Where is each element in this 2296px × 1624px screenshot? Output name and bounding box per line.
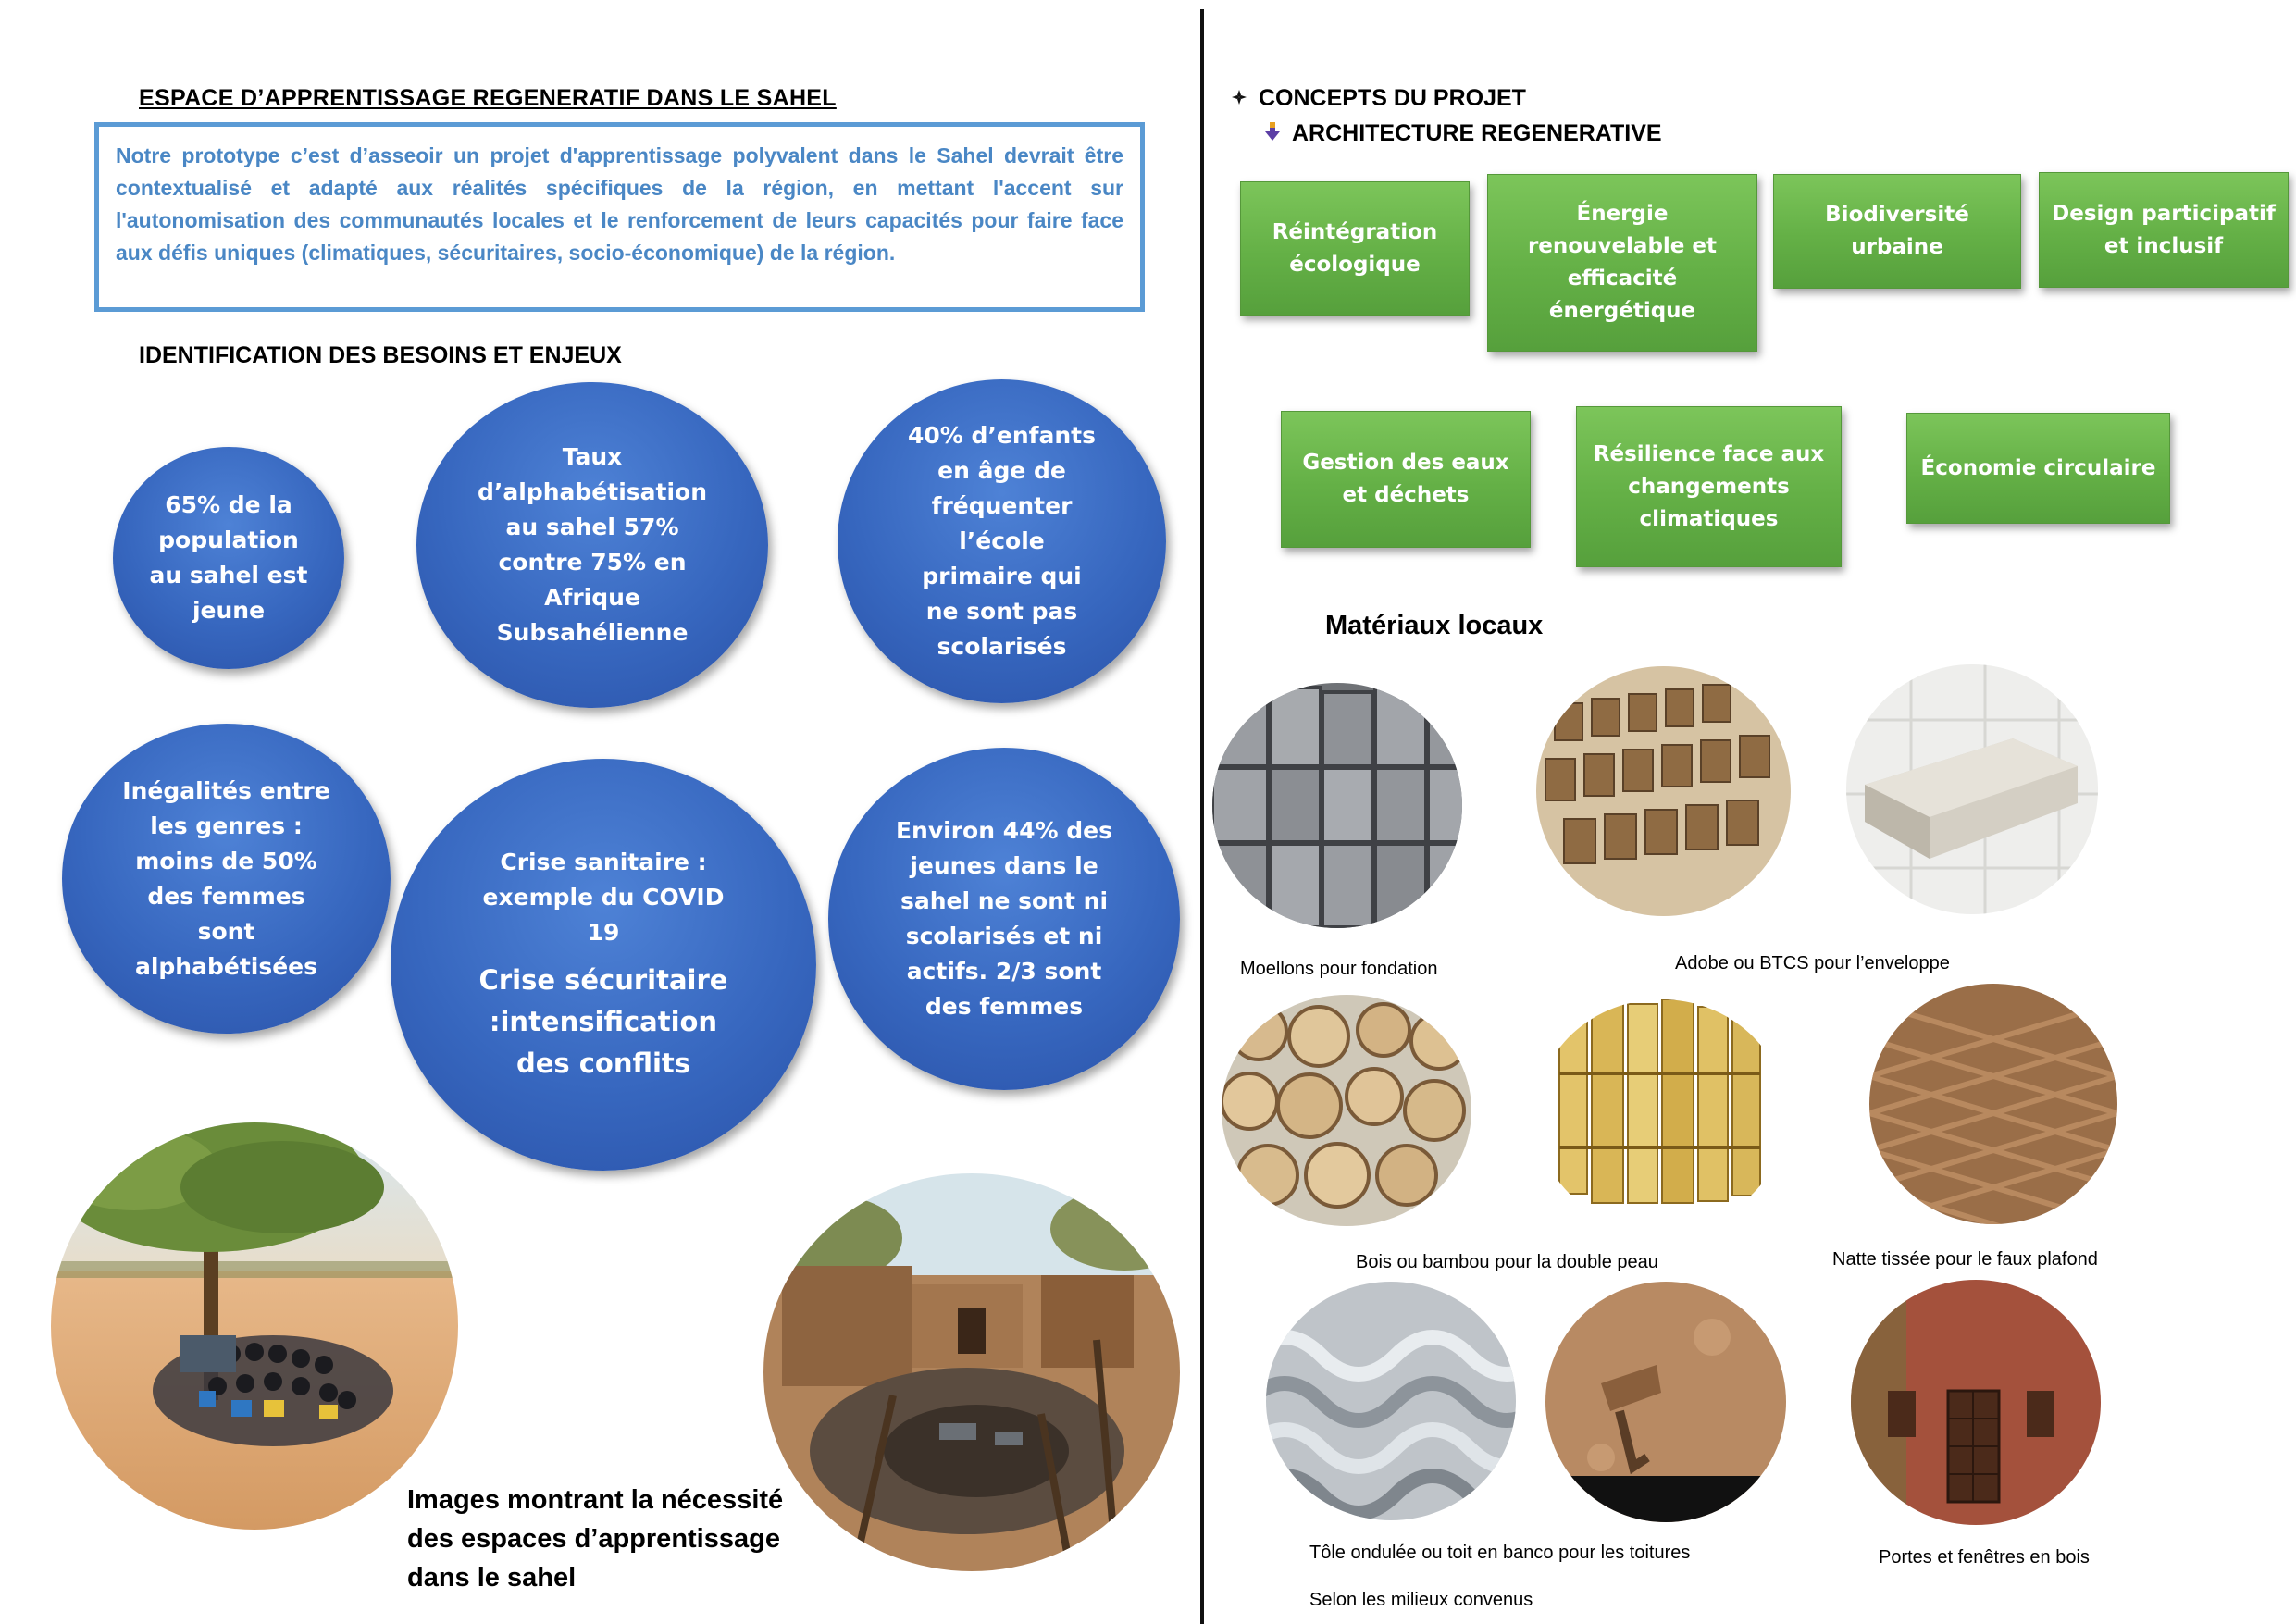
bubble-literacy: Taux d’alphabétisation au sahel 57% cont… [416,382,768,708]
concepts-subtitle-text: ARCHITECTURE REGENERATIVE [1292,120,1662,146]
concept-resilience: Résilience face aux changements climatiq… [1576,406,1842,567]
caption-adobe: Adobe ou BTCS pour l’enveloppe [1675,953,1950,973]
caption-portes: Portes et fenêtres en bois [1879,1547,2090,1568]
material-stones [1212,683,1462,928]
arrow-bullet-icon [1264,120,1281,147]
page-divider [1200,9,1204,1624]
concept-label: Résilience face aux changements climatiq… [1593,441,1825,531]
caption-selon: Selon les milieux convenus [1309,1590,1533,1610]
caption-tole: Tôle ondulée ou toit en banco pour les t… [1309,1543,1691,1563]
concept-ecological: Réintégration écologique [1240,181,1470,316]
concept-participatory: Design participatif et inclusif [2039,172,2289,288]
material-corrugated-sheet [1266,1282,1516,1520]
material-woven-mat [1869,984,2117,1224]
concept-label: Design participatif et inclusif [2052,201,2276,258]
concept-label: Biodiversité urbaine [1825,203,1969,259]
bubble-text: 40% d’enfants en âge de fréquenter l’éco… [907,422,1097,660]
bubble-text: 65% de la population au sahel est jeune [149,491,308,624]
concepts-subtitle: ARCHITECTURE REGENERATIVE [1264,120,1662,147]
bubble-children: 40% d’enfants en âge de fréquenter l’éco… [838,379,1166,703]
needs-title: IDENTIFICATION DES BESOINS ET ENJEUX [139,342,622,368]
material-adobe [1536,666,1791,916]
concept-label: Réintégration écologique [1272,219,1438,277]
caption-natte: Natte tissée pour le faux plafond [1832,1249,2098,1270]
bubble-youth: 65% de la population au sahel est jeune [113,447,344,669]
material-wood-door [1851,1280,2101,1525]
page-title: ESPACE D’APPRENTISSAGE REGENERATIF DANS … [139,85,837,111]
intro-box: Notre prototype c’est d’asseoir un proje… [94,122,1145,312]
bubble-text: Crise sanitaire : exemple du COVID 19 [482,849,725,946]
materials-title: Matériaux locaux [1325,611,1544,640]
intro-text: Notre prototype c’est d’asseoir un proje… [116,143,1123,265]
bubble-neet: Environ 44% des jeunes dans le sahel ne … [828,748,1180,1090]
bubble-text: Inégalités entre les genres : moins de 5… [122,776,330,980]
bubble-gender: Inégalités entre les genres : moins de 5… [62,724,391,1034]
concept-label: Gestion des eaux et déchets [1302,451,1509,507]
photo-destroyed-village [763,1173,1180,1571]
concept-energy: Énergie renouvelable et efficacité énerg… [1487,174,1757,352]
material-logs [1222,995,1471,1226]
diamond-bullet-icon [1231,85,1247,112]
bubble-text: Taux d’alphabétisation au sahel 57% cont… [478,443,708,646]
concept-biodiversity: Biodiversité urbaine [1773,174,2021,289]
concept-label: Économie circulaire [1920,455,2156,480]
photo-outdoor-class [51,1122,458,1530]
concepts-title: CONCEPTS DU PROJET [1231,85,1526,112]
caption-moellons: Moellons pour fondation [1240,959,1438,979]
images-caption: Images montrant la nécessité des espaces… [407,1485,784,1593]
concept-label: Énergie renouvelable et efficacité énerg… [1527,202,1718,323]
bubble-crisis: Crise sanitaire : exemple du COVID 19 Cr… [391,759,816,1171]
concept-water-waste: Gestion des eaux et déchets [1281,411,1531,548]
concepts-title-text: CONCEPTS DU PROJET [1259,85,1526,111]
bubble-text: Environ 44% des jeunes dans le sahel ne … [895,817,1113,1020]
material-btc-block [1846,664,2098,914]
bubble-text-large: Crise sécuritaire :intensification des c… [478,964,728,1079]
concept-circular: Économie circulaire [1906,413,2170,524]
material-bamboo [1536,999,1786,1231]
material-banco-roof [1545,1282,1786,1522]
caption-bois: Bois ou bambou pour la double peau [1356,1252,1658,1272]
